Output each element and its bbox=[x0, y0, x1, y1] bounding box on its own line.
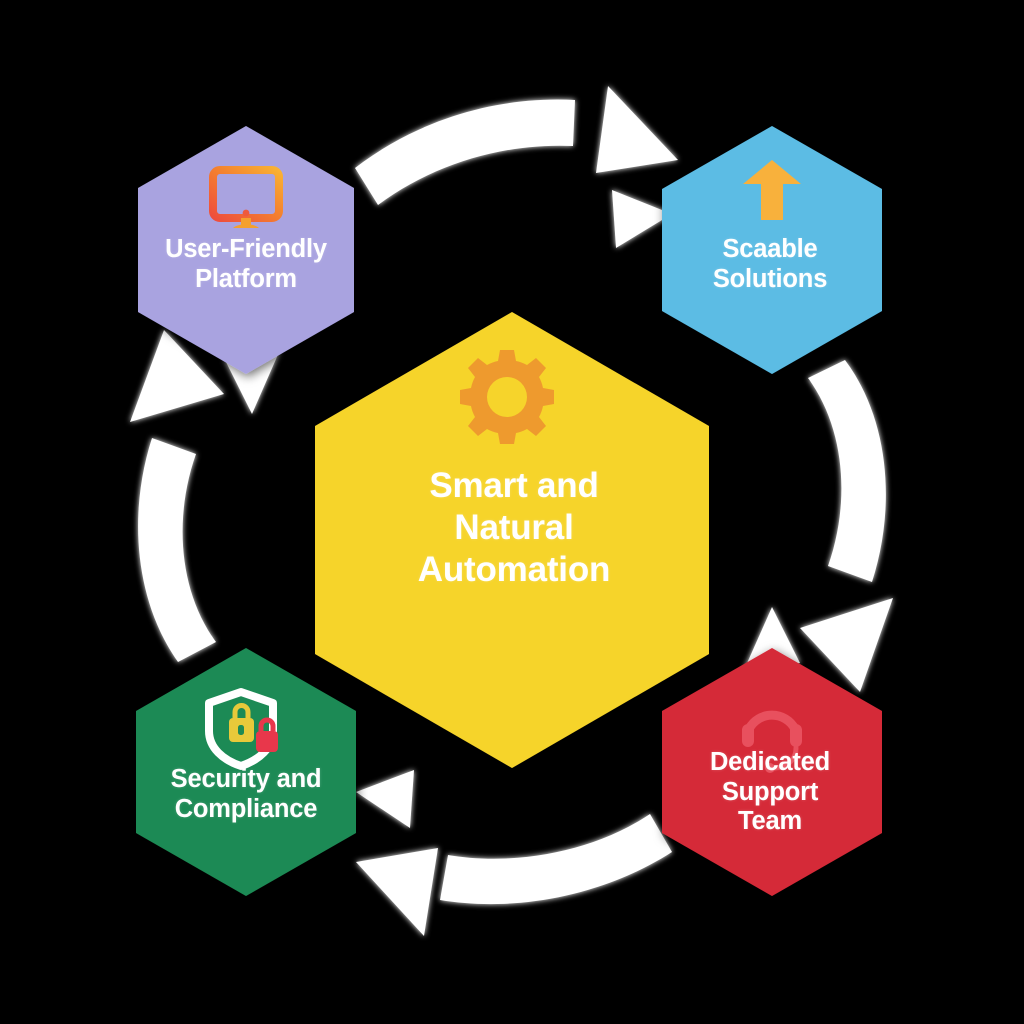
desktop-monitor-icon bbox=[209, 166, 283, 228]
headset-icon bbox=[742, 710, 802, 773]
arrow-left-connector bbox=[130, 330, 280, 662]
hexagon-user-friendly-platform[interactable] bbox=[138, 126, 354, 374]
hexagon-dedicated-support-team[interactable] bbox=[662, 648, 882, 896]
center-hexagon[interactable] bbox=[315, 312, 709, 768]
shield-lock-icon bbox=[205, 688, 278, 770]
hexagon-scalable-solutions[interactable] bbox=[662, 126, 882, 374]
up-arrow-icon bbox=[743, 160, 801, 220]
gear-icon bbox=[460, 350, 554, 444]
arrow-bottom-connector bbox=[356, 770, 672, 936]
connector-arrows bbox=[130, 86, 893, 936]
arrow-top-connector bbox=[355, 86, 678, 248]
arrow-right-connector bbox=[744, 360, 893, 692]
hexagon-security-and-compliance[interactable] bbox=[136, 648, 356, 896]
